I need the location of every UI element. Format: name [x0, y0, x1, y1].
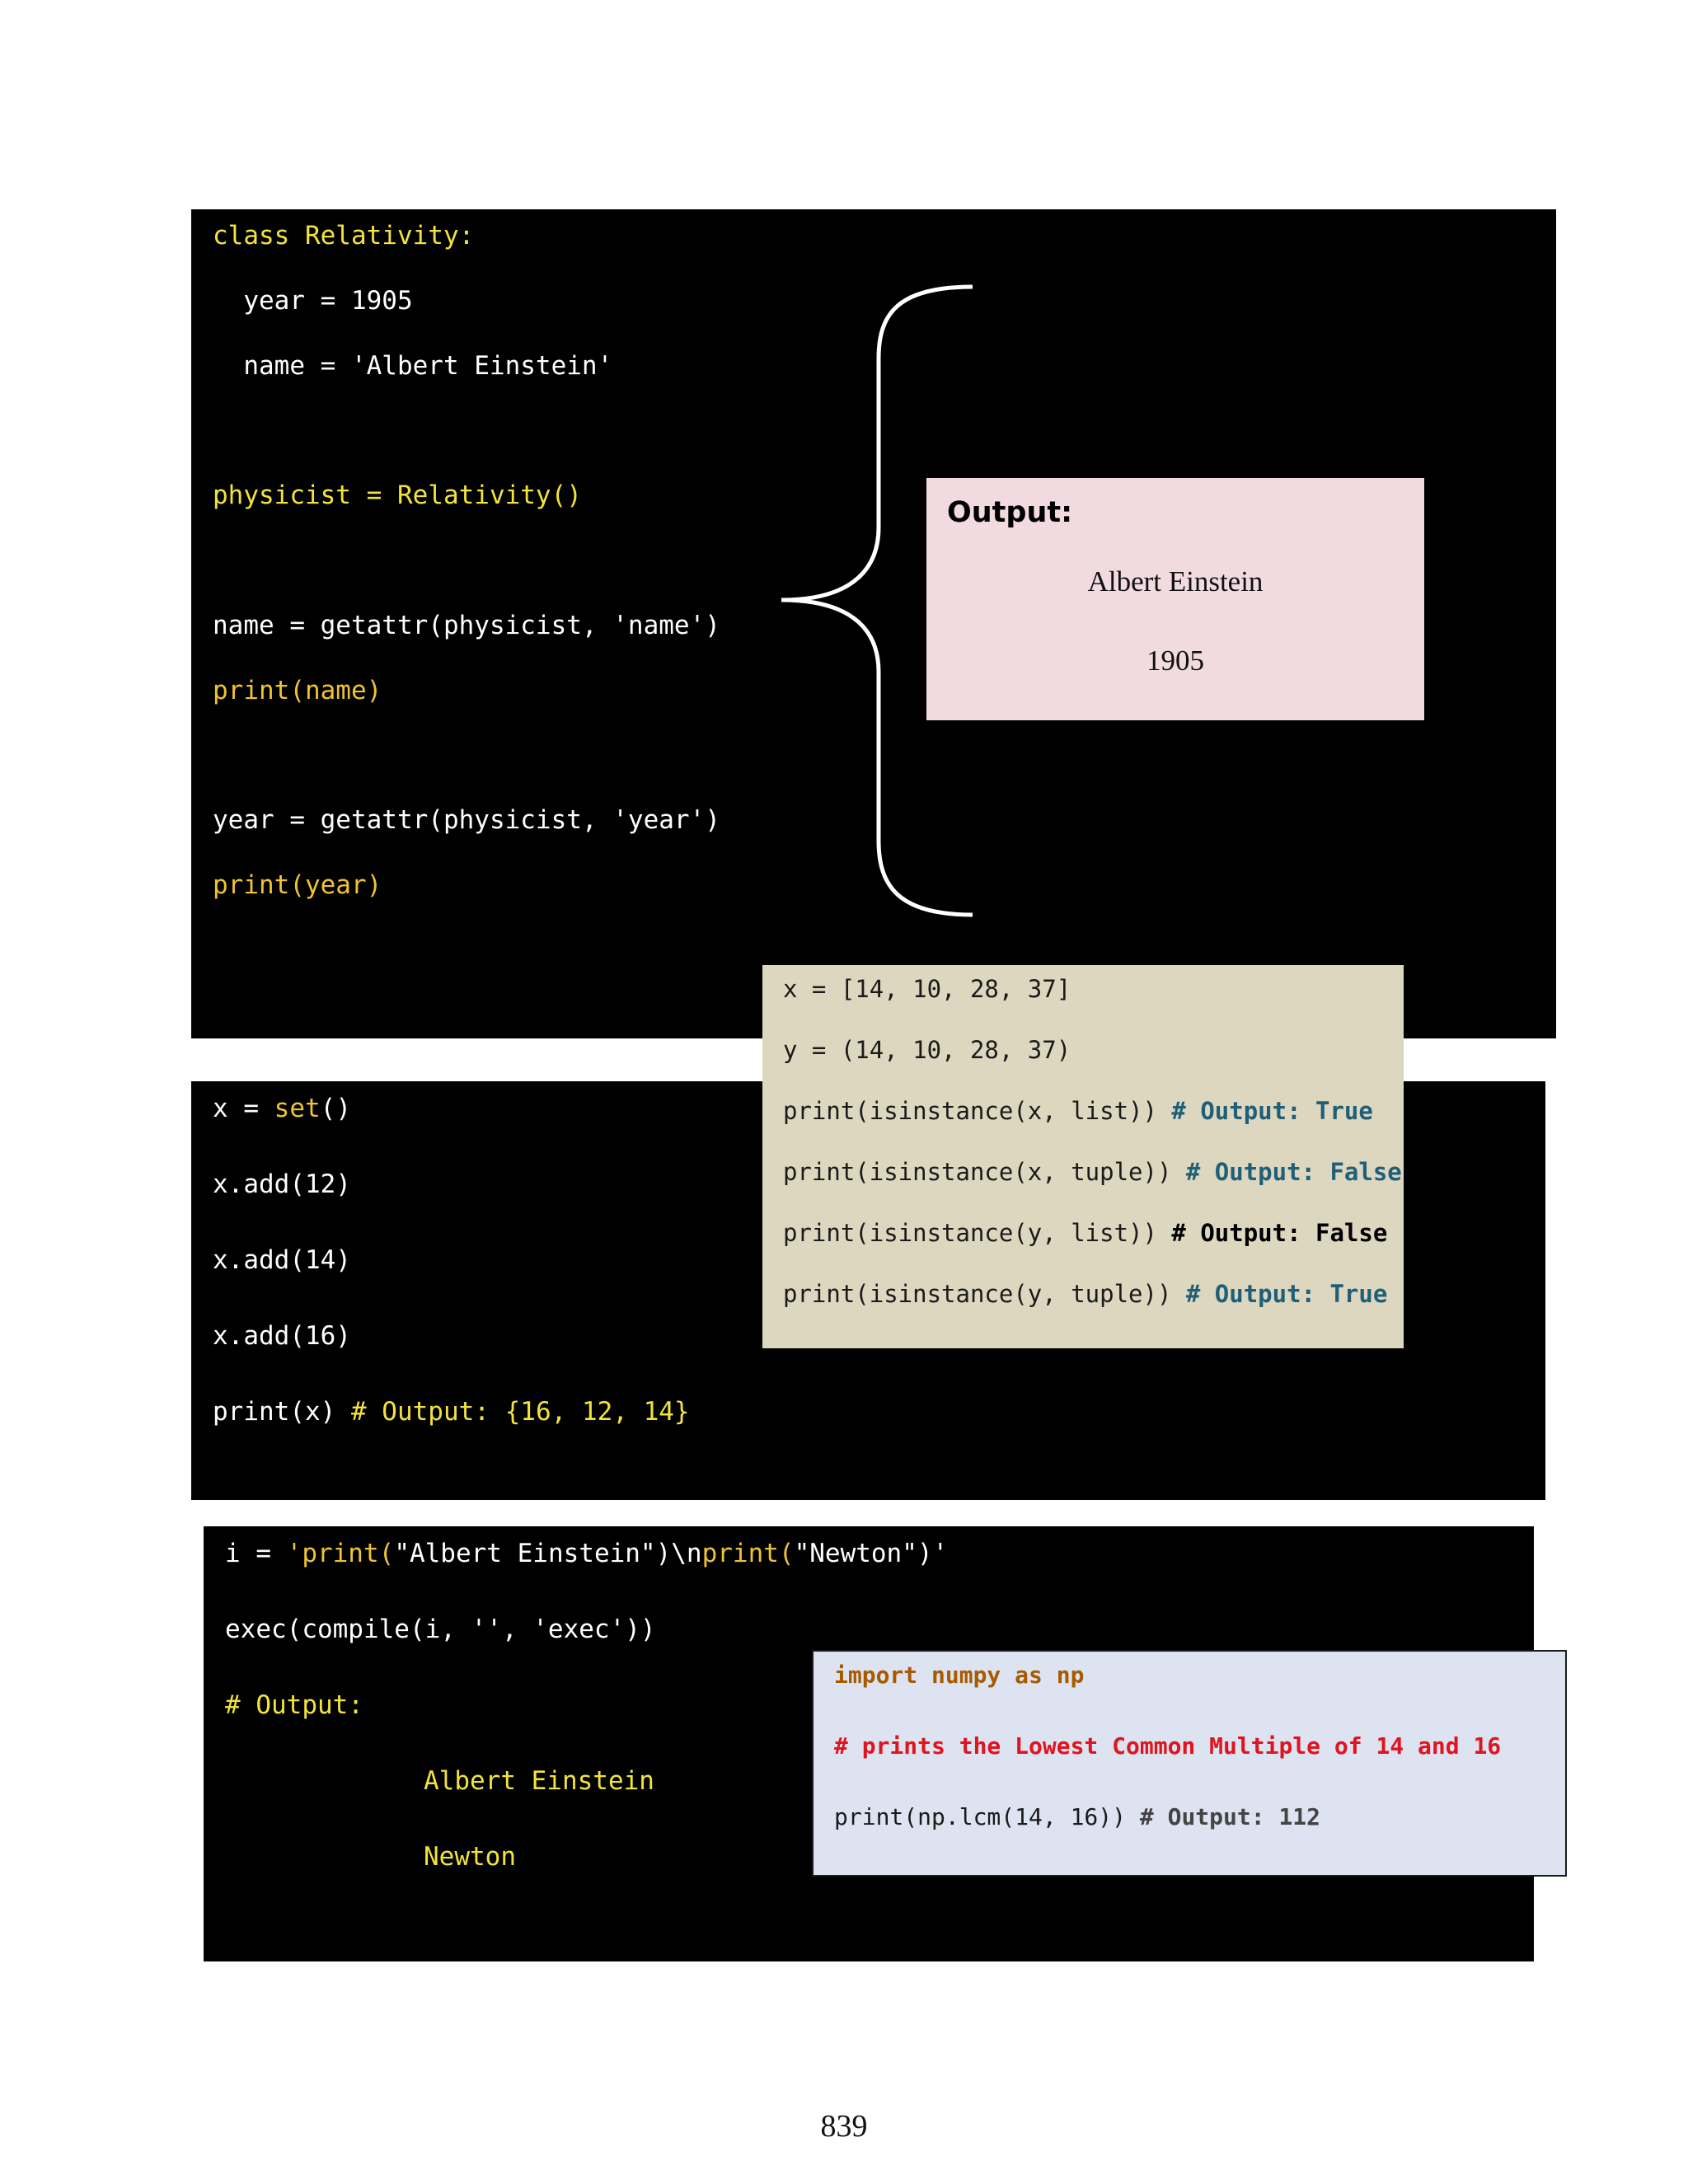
- code-line-print-year: print(year): [213, 870, 382, 900]
- code-line-add-14: x.add(14): [213, 1245, 351, 1275]
- code-line-isinstance-4: print(isinstance(y, tuple)) # Output: Tr…: [783, 1282, 1387, 1306]
- code-line-getattr-year: year = getattr(physicist, 'year'): [213, 805, 720, 835]
- code-text: print(np.lcm(14, 16)): [834, 1803, 1127, 1830]
- code-string: 'print(: [286, 1539, 395, 1568]
- code-string: print(: [701, 1539, 795, 1568]
- output-value-year: 1905: [1146, 644, 1204, 677]
- code-line-print-x: print(x) # Output: {16, 12, 14}: [213, 1399, 690, 1425]
- code-line-isinstance-1: print(isinstance(x, list)) # Output: Tru…: [783, 1099, 1373, 1123]
- curly-brace-icon: [781, 284, 973, 917]
- code-line-x-list: x = [14, 10, 28, 37]: [783, 975, 1071, 1003]
- code-keyword-set: set: [274, 1094, 321, 1123]
- code-text: "Newton")': [794, 1539, 949, 1568]
- numpy-lcm-box: import numpy as np # prints the Lowest C…: [812, 1650, 1567, 1877]
- code-text: x =: [213, 1094, 274, 1123]
- code-line-add-12: x.add(12): [213, 1169, 351, 1199]
- isinstance-box: x = [14, 10, 28, 37] y = (14, 10, 28, 37…: [762, 965, 1404, 1348]
- code-line-isinstance-2: print(isinstance(x, tuple)) # Output: Fa…: [783, 1160, 1402, 1184]
- code-line-add-16: x.add(16): [213, 1321, 351, 1351]
- code-comment: # Output: 112: [1139, 1803, 1321, 1830]
- code-line-physicist: physicist = Relativity(): [213, 480, 582, 510]
- code-comment: # Output: True: [1171, 1097, 1373, 1125]
- code-line-print-lcm: print(np.lcm(14, 16)) # Output: 112: [834, 1806, 1320, 1829]
- code-line-getattr-name: name = getattr(physicist, 'name'): [213, 611, 720, 640]
- code-text: print(isinstance(x, tuple)): [783, 1158, 1172, 1186]
- code-line-y-tuple: y = (14, 10, 28, 37): [783, 1036, 1071, 1064]
- code-line-output-newton: Newton: [424, 1842, 516, 1872]
- code-line-output-einstein: Albert Einstein: [424, 1766, 654, 1796]
- output-box: Output: Albert Einstein 1905: [926, 478, 1424, 720]
- code-line-set: x = set(): [213, 1096, 351, 1122]
- page-number: 839: [820, 2109, 868, 2144]
- code-text: (): [320, 1094, 351, 1123]
- code-comment: # Output: {16, 12, 14}: [350, 1397, 690, 1427]
- code-text: i =: [225, 1539, 287, 1568]
- code-line-year: year = 1905: [213, 286, 413, 316]
- code-text: print(x): [213, 1397, 336, 1427]
- code-line-output-comment: # Output:: [225, 1690, 363, 1720]
- code-text: print(isinstance(y, list)): [783, 1219, 1157, 1247]
- code-line-import-numpy: import numpy as np: [834, 1661, 1085, 1689]
- output-value-name: Albert Einstein: [1087, 565, 1264, 598]
- code-line-class: class Relativity:: [213, 221, 475, 251]
- code-line-name: name = 'Albert Einstein': [213, 351, 613, 381]
- code-comment: # Output: True: [1185, 1280, 1388, 1308]
- code-line-isinstance-3: print(isinstance(y, list)) # Output: Fal…: [783, 1221, 1387, 1245]
- code-comment: # Output: False: [1171, 1219, 1388, 1247]
- code-comment: # Output: False: [1185, 1158, 1402, 1186]
- code-text: print(isinstance(y, tuple)): [783, 1280, 1172, 1308]
- code-line-exec: exec(compile(i, '', 'exec')): [225, 1615, 656, 1644]
- code-line-print-name: print(name): [213, 676, 382, 705]
- code-text: "Albert Einstein")\n: [394, 1539, 702, 1568]
- code-line-lcm-comment: # prints the Lowest Common Multiple of 1…: [834, 1732, 1502, 1760]
- output-title: Output:: [947, 496, 1073, 529]
- code-text: print(isinstance(x, list)): [783, 1097, 1157, 1125]
- code-line-i-string: i = 'print("Albert Einstein")\nprint("Ne…: [225, 1541, 948, 1567]
